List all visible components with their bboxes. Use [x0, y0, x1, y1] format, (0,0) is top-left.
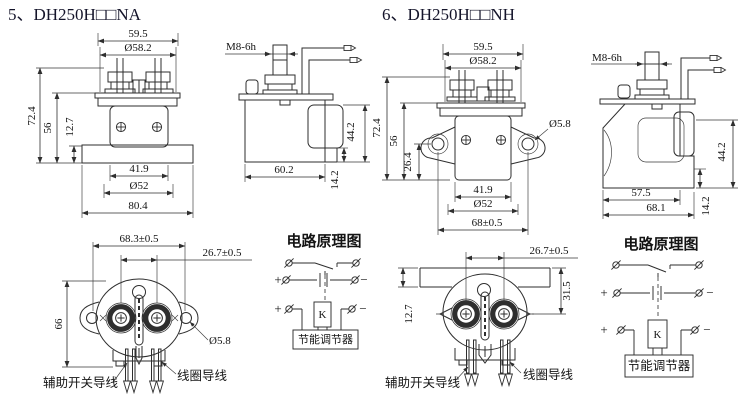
- dim-na-width-base: 80.4: [128, 200, 148, 212]
- wire-tip-icon: [498, 373, 506, 386]
- nh-coil-wire-label: 线圈导线: [523, 368, 574, 382]
- coil-label: K: [319, 309, 327, 321]
- main-terminal: [106, 303, 136, 333]
- na-coil-wire-label: 线圈导线: [177, 369, 228, 383]
- dim-na-width-body: 41.9: [129, 163, 149, 175]
- dim-na-span-terminals: 26.7±0.5: [202, 247, 242, 259]
- main-terminal: [142, 303, 172, 333]
- dim-na-height-body: 56: [42, 122, 54, 134]
- minus-sign: −: [359, 301, 366, 316]
- dim-nh-height-step: 14.2: [700, 196, 712, 215]
- section-na: 5、DH250H□□NA 59.5 Ø58.2: [8, 5, 370, 393]
- dim-na-height-total: 72.4: [26, 106, 38, 126]
- minus-sign: −: [703, 322, 710, 337]
- wire-tip-icon: [123, 380, 131, 393]
- nh-regulator-label: 节能调节器: [628, 359, 691, 373]
- na-side-view: M8-6h 60.2 44.2 14.2: [225, 41, 370, 190]
- dim-nh-width-cap: Ø58.2: [469, 55, 496, 67]
- nh-front-view: 59.5 Ø58.2 72.4 56 26.4 Ø5.8 41.9 Ø52 68…: [371, 41, 571, 235]
- wire-tip-icon: [130, 380, 138, 393]
- terminal-icon: [349, 274, 361, 286]
- na-front-view: 59.5 Ø58.2 72.4 56 12.7 41.9 Ø52 80.4: [26, 28, 194, 218]
- dim-nh-width-body: 41.9: [473, 184, 493, 196]
- nh-aux-wire-label: 辅助开关导线: [385, 376, 461, 390]
- nh-side-view: M8-6h 44.2 14.2 57.5 68.1: [591, 51, 738, 219]
- dim-nh-hole-dia: Ø5.8: [549, 118, 571, 130]
- wire-tip-icon: [149, 380, 157, 393]
- dim-na-width-top: 59.5: [128, 28, 148, 40]
- dim-na-thread: M8-6h: [226, 41, 256, 53]
- section-na-title: 5、DH250H□□NA: [8, 5, 142, 24]
- na-regulator-label: 节能调节器: [298, 332, 353, 346]
- dim-nh-width-top: 59.5: [473, 41, 493, 53]
- dim-nh-height-plate: 12.7: [403, 304, 415, 324]
- dim-nh-height-total: 72.4: [371, 118, 383, 138]
- coil-label: K: [654, 329, 662, 341]
- plus-sign: +: [600, 285, 607, 300]
- terminal-icon: [693, 287, 705, 299]
- na-aux-wire-label: 辅助开关导线: [43, 376, 119, 390]
- dim-nh-height-block: 44.2: [716, 142, 728, 161]
- screw-icon: [495, 134, 507, 146]
- wire-tip-icon: [464, 373, 472, 386]
- dim-na-height-block: 44.2: [345, 122, 357, 141]
- dim-nh-height-ear: 26.4: [402, 152, 414, 172]
- wire-tip-icon: [505, 373, 513, 386]
- nh-circuit-diagram: 电路原理图 + − + − K 节能调节器: [600, 235, 714, 378]
- terminal-icon: [346, 303, 358, 315]
- section-nh-title: 6、DH250H□□NH: [382, 5, 515, 24]
- plus-sign: +: [274, 301, 281, 316]
- wire-connector-icon: [343, 44, 356, 52]
- minus-sign: −: [706, 285, 713, 300]
- wire-tip-icon: [156, 380, 164, 393]
- plus-sign: +: [600, 322, 607, 337]
- dim-na-width-cap: Ø58.2: [124, 42, 151, 54]
- screw-icon: [151, 121, 163, 133]
- dim-nh-height-upper: 31.5: [561, 281, 573, 301]
- dim-na-hole-dia: Ø5.8: [209, 335, 231, 347]
- dim-nh-width-flange: Ø52: [474, 198, 493, 210]
- dim-nh-height-body: 56: [388, 135, 400, 147]
- screw-icon: [115, 121, 127, 133]
- dim-na-bottom-height: 66: [53, 318, 65, 330]
- dim-nh-side-width-body: 57.5: [631, 187, 651, 199]
- na-bottom-view: 68.3±0.5 26.7±0.5 66 Ø5.8 辅助开关导线 线圈导线: [43, 233, 252, 393]
- dim-na-span-holes: 68.3±0.5: [119, 233, 159, 245]
- main-terminal: [489, 299, 519, 329]
- wire-connector-icon: [349, 56, 362, 64]
- dim-nh-span-ears: 68±0.5: [472, 217, 503, 229]
- na-circuit-title: 电路原理图: [286, 232, 361, 250]
- dim-na-side-width: 60.2: [274, 164, 293, 176]
- nh-circuit-title: 电路原理图: [623, 235, 698, 253]
- screw-icon: [460, 134, 472, 146]
- section-nh: 6、DH250H□□NH 59.5: [371, 5, 738, 390]
- dim-nh-span-terminals: 26.7±0.5: [529, 245, 569, 257]
- dim-na-height-step: 14.2: [329, 170, 341, 189]
- dim-nh-side-width-total: 68.1: [646, 202, 665, 214]
- minus-sign: −: [360, 272, 367, 287]
- terminal-icon: [689, 324, 701, 336]
- na-circuit-diagram: 电路原理图 + − + − K 节能调节器: [274, 232, 368, 350]
- dim-nh-thread: M8-6h: [592, 52, 622, 64]
- dim-na-width-flange: Ø52: [130, 180, 149, 192]
- wire-tip-icon: [471, 373, 479, 386]
- main-terminal: [451, 299, 481, 329]
- nh-bottom-view: 26.7±0.5 31.5 12.7 辅助开关导线 线圈导线: [385, 245, 578, 390]
- plus-sign: +: [274, 272, 281, 287]
- wire-connector-icon: [709, 54, 722, 62]
- dim-na-height-base: 12.7: [64, 117, 76, 137]
- wire-connector-icon: [713, 66, 726, 74]
